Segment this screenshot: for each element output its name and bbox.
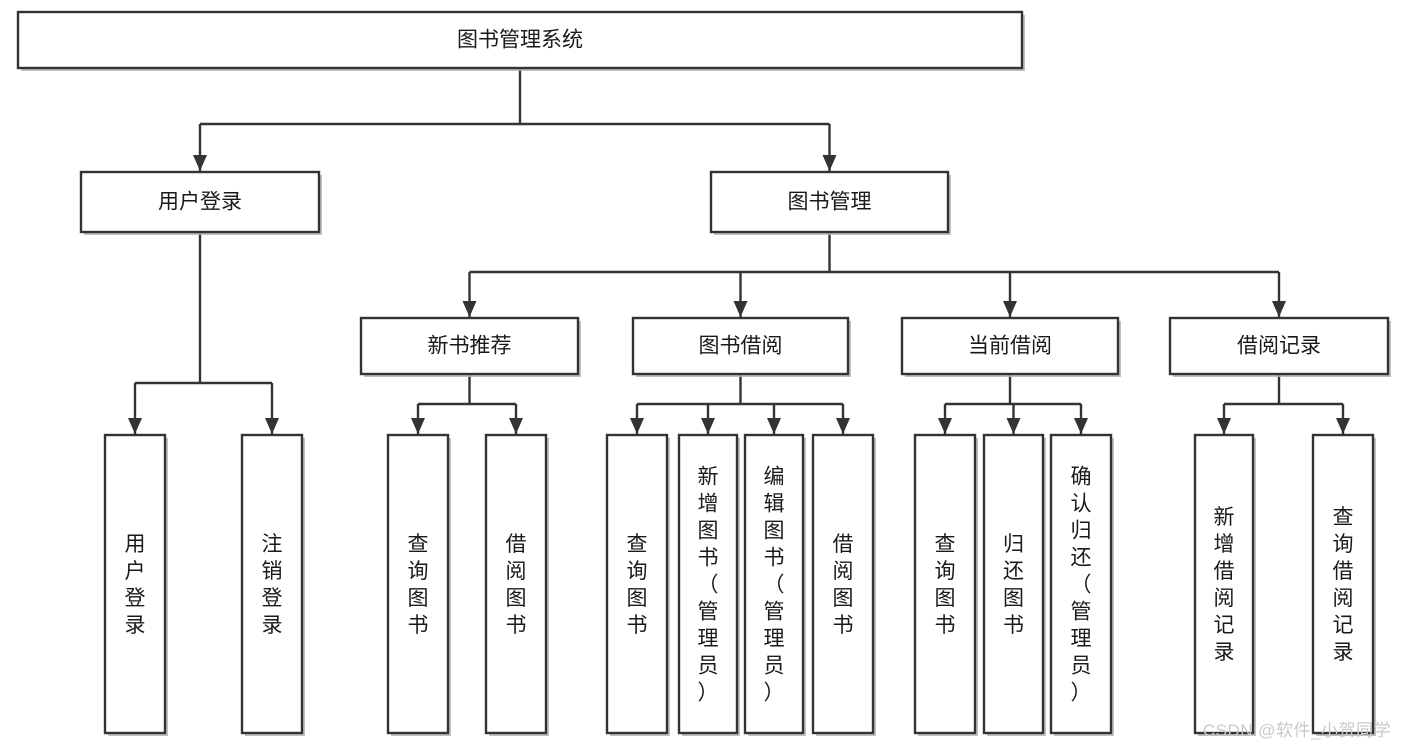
node-root-root[interactable]: 图书管理系统 <box>16 10 1025 71</box>
node-leaf-query-book-1[interactable]: 查询图书 <box>386 433 451 736</box>
arrow-head-icon <box>1003 301 1017 317</box>
connectors-layer <box>128 68 1350 434</box>
node-leaf-borrow-book-1[interactable]: 借阅图书 <box>484 433 549 736</box>
node-book-borrow[interactable]: 图书借阅 <box>631 316 851 377</box>
arrow-head-icon <box>767 418 781 434</box>
node-label: 查询图书 <box>408 533 429 637</box>
node-leaf-return-book[interactable]: 归还图书 <box>982 433 1046 736</box>
node-label: 用户登录 <box>158 191 242 214</box>
node-label: 当前借阅 <box>968 335 1052 358</box>
node-label: 查询图书 <box>627 533 648 637</box>
node-leaf-confirm-return[interactable]: 确认归还（管理员） <box>1049 433 1114 736</box>
node-label: 图书管理 <box>788 191 872 214</box>
arrow-head-icon <box>733 301 748 317</box>
arrow-head-icon <box>822 155 837 171</box>
node-label: 确认归还（管理员） <box>1071 466 1092 705</box>
node-leaf-add-book[interactable]: 新增图书（管理员） <box>677 433 740 736</box>
node-leaf-user-login[interactable]: 用户登录 <box>103 433 168 736</box>
node-leaf-edit-book[interactable]: 编辑图书（管理员） <box>743 433 806 736</box>
node-leaf-logout[interactable]: 注销登录 <box>240 433 305 736</box>
node-label: 图书借阅 <box>699 335 783 358</box>
node-label: 新增图书（管理员） <box>698 466 719 705</box>
node-borrow-record[interactable]: 借阅记录 <box>1168 316 1391 377</box>
node-label: 归还图书 <box>1003 533 1024 637</box>
arrow-head-icon <box>630 418 644 434</box>
arrow-head-icon <box>411 418 425 434</box>
arrow-head-icon <box>938 418 952 434</box>
node-label: 图书管理系统 <box>457 29 583 52</box>
node-label: 借阅记录 <box>1237 335 1321 358</box>
arrow-head-icon <box>1336 418 1350 434</box>
node-new-book-recommend[interactable]: 新书推荐 <box>359 316 581 377</box>
node-label: 查询图书 <box>935 533 956 637</box>
node-current-borrow[interactable]: 当前借阅 <box>900 316 1121 377</box>
node-leaf-borrow-book-2[interactable]: 借阅图书 <box>811 433 876 736</box>
node-label: 查询借阅记录 <box>1333 506 1354 664</box>
arrow-head-icon <box>193 155 207 171</box>
arrow-head-icon <box>1006 418 1021 434</box>
node-leaf-query-record[interactable]: 查询借阅记录 <box>1311 433 1376 736</box>
node-leaf-add-record[interactable]: 新增借阅记录 <box>1193 433 1256 736</box>
arrow-head-icon <box>128 418 142 434</box>
node-label: 借阅图书 <box>506 533 527 637</box>
nodes-layer: 图书管理系统用户登录图书管理新书推荐图书借阅当前借阅借阅记录用户登录注销登录查询… <box>16 10 1391 736</box>
node-book-manage[interactable]: 图书管理 <box>709 170 951 235</box>
node-user-login[interactable]: 用户登录 <box>79 170 322 235</box>
node-leaf-query-book-3[interactable]: 查询图书 <box>913 433 978 736</box>
arrow-head-icon <box>1217 418 1231 434</box>
arrow-head-icon <box>509 418 523 434</box>
node-label: 用户登录 <box>125 533 146 637</box>
node-label: 新增借阅记录 <box>1214 506 1235 664</box>
node-label: 借阅图书 <box>833 533 854 637</box>
node-label: 编辑图书（管理员） <box>764 466 785 705</box>
arrow-head-icon <box>1272 301 1286 317</box>
node-leaf-query-book-2[interactable]: 查询图书 <box>605 433 670 736</box>
node-label: 注销登录 <box>262 533 283 637</box>
arrow-head-icon <box>265 418 279 434</box>
arrow-head-icon <box>1074 418 1088 434</box>
arrow-head-icon <box>701 418 715 434</box>
node-label: 新书推荐 <box>428 335 512 358</box>
arrow-head-icon <box>462 301 477 317</box>
arrow-head-icon <box>836 418 850 434</box>
